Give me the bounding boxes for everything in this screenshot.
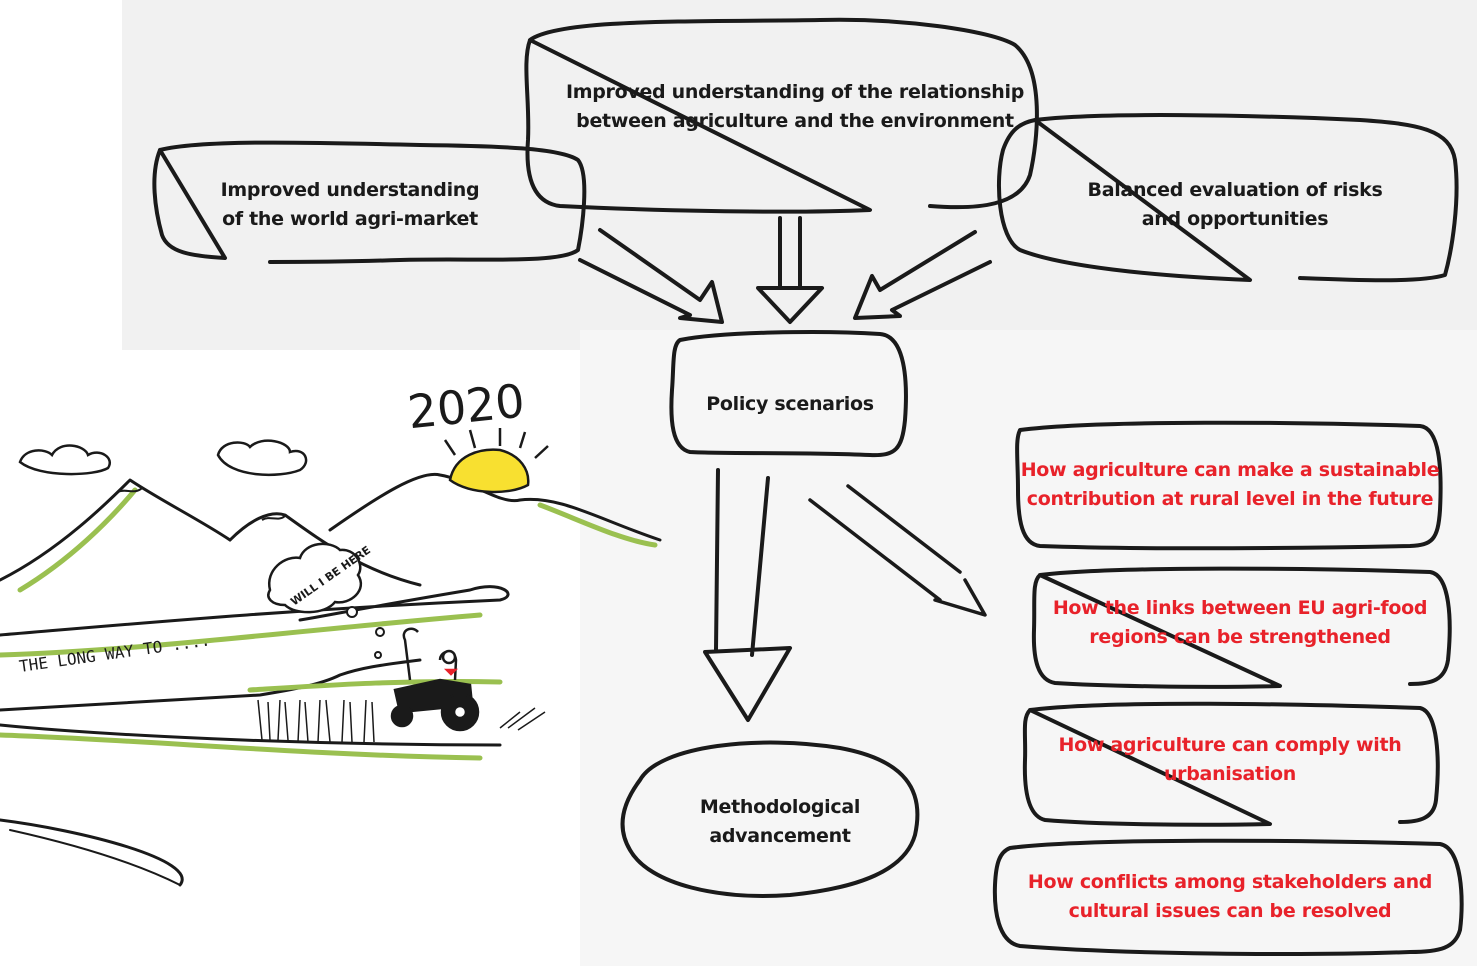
background-panel-lower — [580, 330, 1477, 966]
box-left-text: Improved understanding of the world agri… — [220, 179, 480, 230]
question-text-1: How agriculture can make a sustainable c… — [1020, 459, 1440, 510]
box-center-outline — [524, 17, 1039, 214]
question-box-3-outline — [1022, 701, 1440, 827]
arrow-policy-to-method — [703, 468, 792, 722]
arrow-center-to-policy — [756, 216, 824, 324]
thought-dot-icon-2 — [375, 627, 385, 637]
hill-1 — [0, 478, 232, 582]
cloud-icon-1 — [18, 444, 111, 476]
grass-accents — [0, 487, 658, 761]
box-policy-text: Policy scenarios — [706, 393, 874, 415]
method-ellipse-outline — [620, 740, 920, 898]
box-right-outline — [997, 113, 1459, 283]
thought-dot-icon-3 — [374, 651, 382, 659]
box-left-outline — [152, 140, 587, 264]
grass-strokes — [257, 699, 546, 743]
field-line-1 — [0, 723, 502, 747]
field-line-3 — [9, 829, 181, 886]
road-line — [0, 585, 510, 637]
question-text-2: How the links between EU agri-food regio… — [1052, 597, 1428, 648]
question-text-3: How agriculture can comply with urbanisa… — [1058, 734, 1402, 785]
arrow-left-to-policy — [578, 228, 724, 324]
snowcap-2 — [261, 515, 286, 521]
question-box-4-outline — [992, 838, 1464, 956]
thought-bubble-icon — [267, 542, 362, 614]
field-line-2 — [0, 818, 184, 887]
hill-2 — [228, 512, 422, 587]
question-box-1-outline — [1015, 420, 1443, 551]
cloud-icon-2 — [216, 439, 308, 477]
road-label: THE LONG WAY TO .... — [18, 630, 211, 676]
question-box-2-outline — [1031, 566, 1452, 689]
box-policy-outline — [669, 330, 908, 458]
cloud-icons — [18, 439, 308, 477]
snowcap-1 — [117, 487, 143, 493]
box-center-text: Improved understanding of the relationsh… — [565, 81, 1025, 132]
box-right-text: Balanced evaluation of risks and opportu… — [1087, 179, 1383, 230]
question-text-4: How conflicts among stakeholders and cul… — [1027, 871, 1433, 922]
arrow-policy-to-questions — [808, 484, 987, 617]
arrow-right-to-policy — [853, 230, 992, 320]
tractor-icon — [390, 627, 480, 732]
year-label: 2020 — [405, 373, 527, 439]
thought-dot-icon — [346, 606, 358, 618]
sun-icon — [443, 428, 549, 494]
road-line-2 — [0, 658, 422, 712]
method-text: Methodological advancement — [699, 796, 861, 847]
